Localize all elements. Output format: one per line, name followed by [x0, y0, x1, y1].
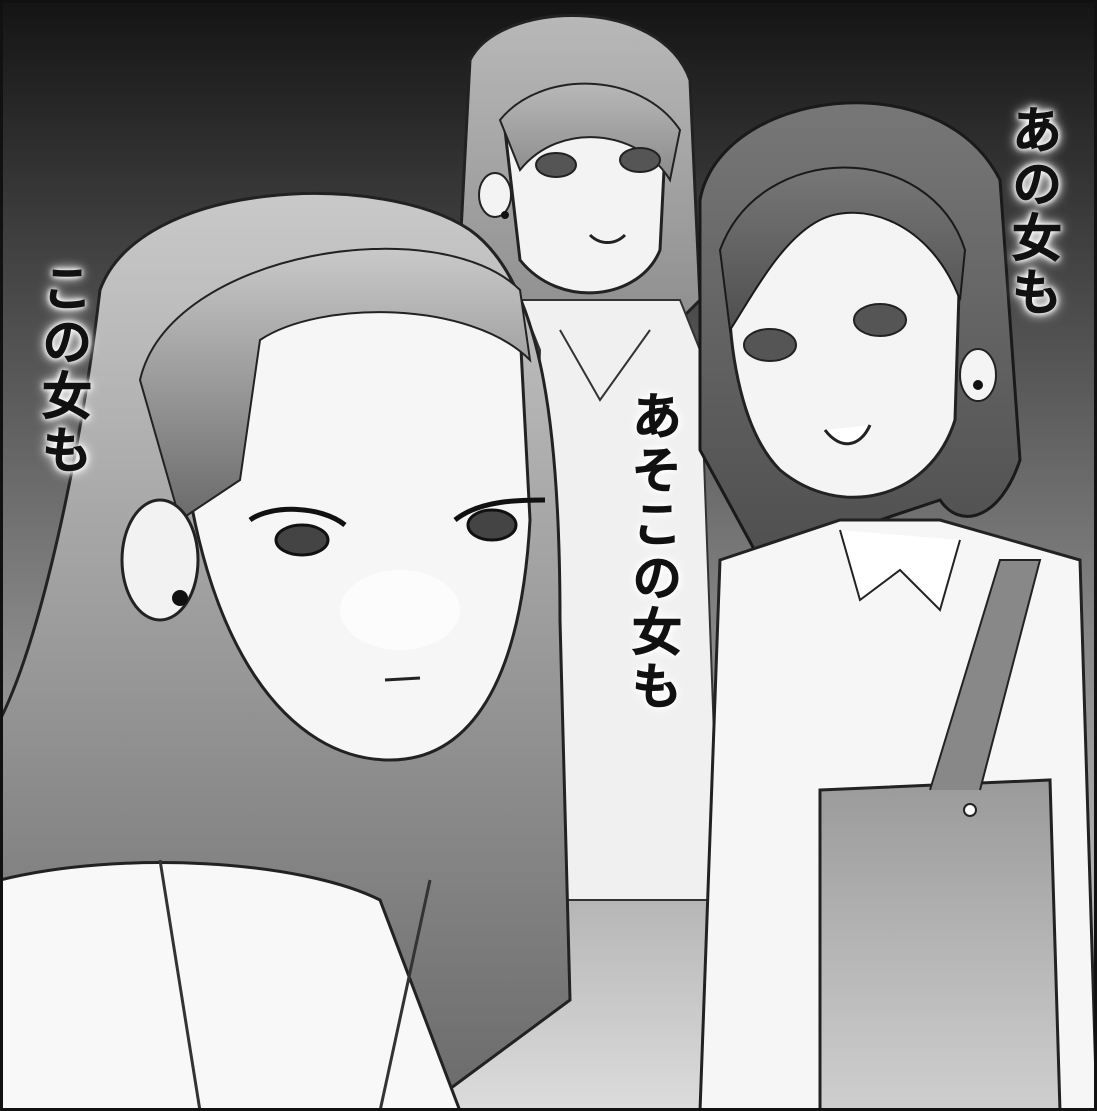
woman-left-front	[0, 192, 572, 1111]
speech-text-middle: あそこの女も	[624, 390, 683, 715]
speech-text-right: あの女も	[1004, 104, 1063, 321]
speech-text-left: この女も	[34, 262, 93, 479]
woman-back-center	[458, 14, 722, 901]
woman-right-apron	[698, 101, 1097, 1111]
